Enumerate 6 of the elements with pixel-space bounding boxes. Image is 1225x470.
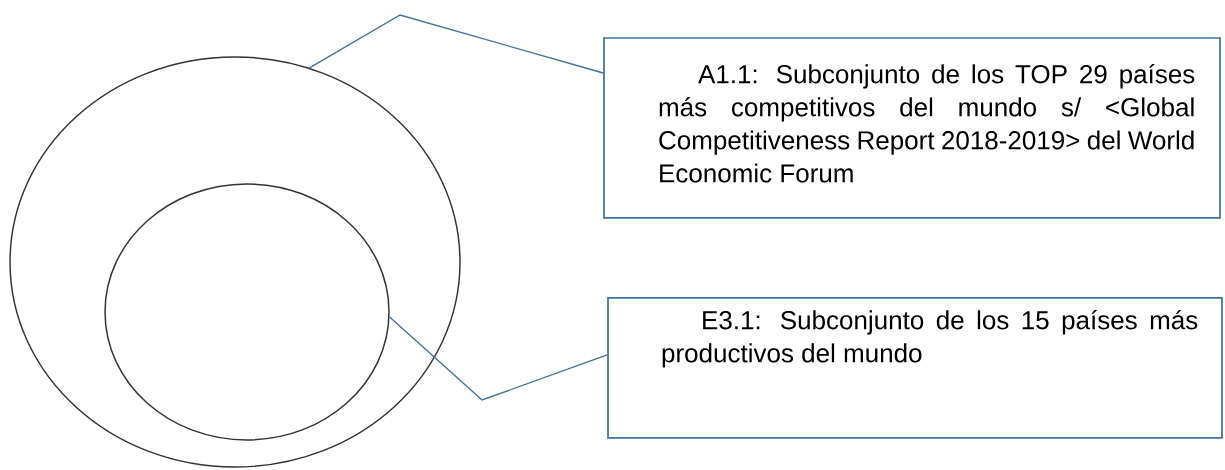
set-circle	[9, 56, 461, 468]
text-box: E3.1: Subconjunto de los 15 países más productivos del mundo	[607, 297, 1223, 439]
leader-line	[308, 14, 604, 74]
leader-line	[388, 316, 608, 401]
set-circle	[104, 183, 390, 441]
text-box: A1.1: Subconjunto de los TOP 29 países más competitivos del mundo s/ <Global Competitiveness Report 2018-2019> del World Economic Forum	[603, 37, 1221, 219]
